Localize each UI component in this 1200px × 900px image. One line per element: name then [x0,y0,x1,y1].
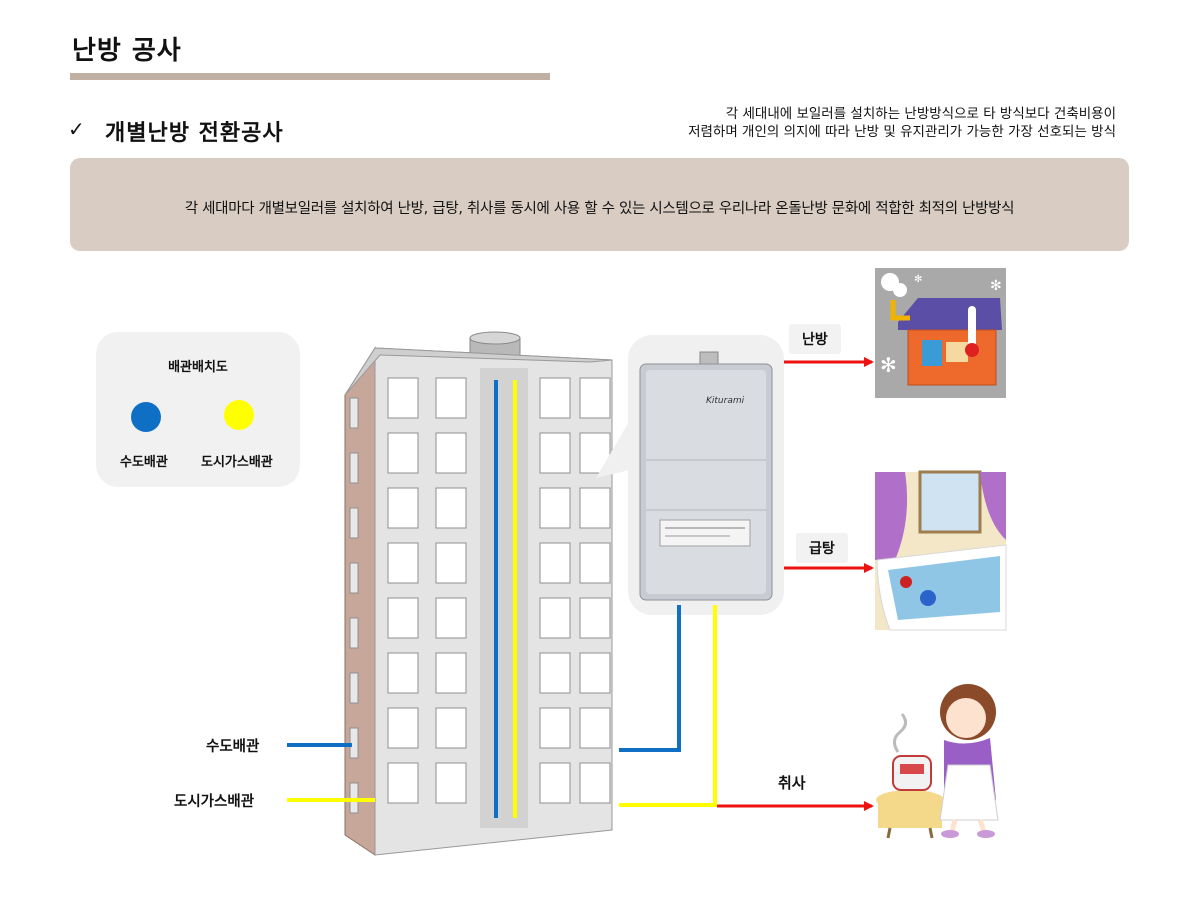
side-window [349,452,359,484]
building-window [539,597,571,639]
cooking-illustration [876,684,999,839]
building-window [539,762,571,804]
building-window [435,377,467,419]
building-window [387,707,419,749]
svg-text:✻: ✻ [880,353,897,377]
water-pipe-legend-dot [131,402,161,432]
svg-text:✻: ✻ [990,278,1002,294]
gas-pipe-legend-dot [224,400,254,430]
building-window [579,487,611,529]
banner-text: 각 세대마다 개별보일러를 설치하여 난방, 급탕, 취사를 동시에 사용 할 … [184,201,1015,217]
side-window [349,397,359,429]
boiler-brand-text: Kiturami [706,396,745,406]
title-underline [70,73,550,80]
output-label-heating: 난방 [789,324,841,354]
output-label-hot-water: 급탕 [796,533,848,563]
section-title: 개별난방 전환공사 [105,121,284,146]
section-description: 각 세대내에 보일러를 설치하는 난방방식으로 타 방식보다 건축비용이 저렴하… [516,105,1116,141]
side-window [349,562,359,594]
legend-label-gas: 도시가스배관 [201,455,273,470]
building-window [387,432,419,474]
page-title: 난방 공사 [72,36,182,66]
building-window [435,762,467,804]
building-window [387,762,419,804]
building-window [435,432,467,474]
building-window [579,707,611,749]
output-label-cooking: 취사 [778,774,806,792]
side-window [349,672,359,704]
heating-illustration: ✻ ✻ ✻ [875,268,1006,398]
building-window [539,377,571,419]
side-window [349,507,359,539]
building-window [539,707,571,749]
building-window [387,542,419,584]
building-window [539,652,571,694]
building-window [579,597,611,639]
building-window [579,652,611,694]
description-line-1: 각 세대내에 보일러를 설치하는 난방방식으로 타 방식보다 건축비용이 [725,106,1116,122]
building-window [387,597,419,639]
apartment-building [344,331,613,856]
building-window [435,707,467,749]
hot-water-illustration [875,470,1007,631]
building-window [387,487,419,529]
building-window [387,652,419,694]
water-pipe-label: 수도배관 [206,739,260,755]
boiler-callout [596,335,784,615]
side-window [349,617,359,649]
gas-pipe-label: 도시가스배관 [174,794,255,810]
building-window [539,542,571,584]
legend-label-water: 수도배관 [120,455,168,470]
legend-title: 배관배치도 [168,360,228,375]
building-window [435,652,467,694]
boiler-gas-pipe [619,605,717,807]
description-line-2: 저렴하며 개인의 의지에 따라 난방 및 유지관리가 가능한 가장 선호되는 방… [688,124,1116,140]
building-window [387,377,419,419]
building-window [435,597,467,639]
building-window [435,487,467,529]
building-window [579,377,611,419]
building-window [579,762,611,804]
boiler-water-pipe [619,605,681,752]
checkmark-icon: ✓ [68,117,85,141]
building-window [539,432,571,474]
building-window [579,542,611,584]
building-window [435,542,467,584]
svg-text:✻: ✻ [914,274,922,285]
pipe-legend: 배관배치도 수도배관 도시가스배관 [96,332,300,487]
summary-banner: 각 세대마다 개별보일러를 설치하여 난방, 급탕, 취사를 동시에 사용 할 … [70,158,1129,251]
building-window [539,487,571,529]
